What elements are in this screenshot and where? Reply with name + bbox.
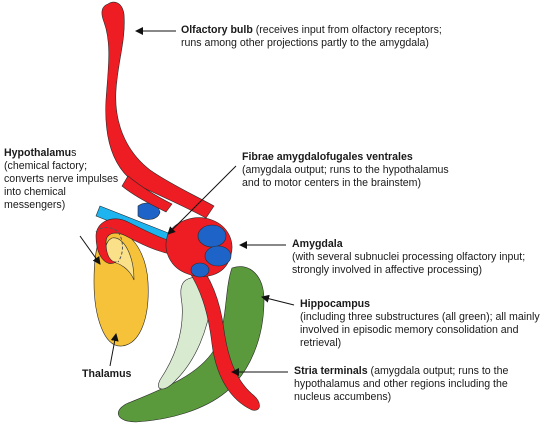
hippocampus-desc-3: retrieval) <box>300 337 342 349</box>
amygdala-blue-subnucleus-2 <box>204 245 232 267</box>
olfactory-side-branch-shape <box>121 175 173 213</box>
hippocampus-desc-1: (including three substructures (all gree… <box>300 311 540 323</box>
hypothalamus-title: Hypothalamu <box>4 147 72 159</box>
stria-terminalis-descending-shape <box>187 259 260 411</box>
label-stria-terminals: Stria terminals (amygdala output; runs t… <box>294 365 508 404</box>
hypothalamus-dashed-outline <box>95 227 123 263</box>
label-hippocampus: Hippocampus (including three substructur… <box>300 298 540 350</box>
label-amygdala: Amygdala (with several subnuclei process… <box>292 238 525 277</box>
stria-desc-2: hypothalamus and other regions including… <box>294 378 508 390</box>
amygdala-blue-subnucleus-1 <box>197 224 227 248</box>
olfactory-bulb-title: Olfactory bulb <box>181 24 253 36</box>
amygdala-desc-2: strongly involved in affective processin… <box>292 264 482 276</box>
thalamus-title: Thalamus <box>82 368 132 380</box>
hypothalamus-desc-3: into chemical <box>4 186 66 198</box>
olfactory-bulb-desc-2: runs among other projections partly to t… <box>181 37 429 49</box>
arrow-fibrae <box>167 165 237 235</box>
stria-title: Stria terminals <box>294 365 368 377</box>
fibrae-desc-1: (amygdala output; runs to the hypothalam… <box>242 164 449 176</box>
amygdala-title: Amygdala <box>292 238 343 250</box>
hippocampus-title: Hippocampus <box>300 298 371 310</box>
label-thalamus: Thalamus <box>82 368 131 381</box>
label-olfactory-bulb: Olfactory bulb (receives input from olfa… <box>181 24 442 50</box>
stria-desc-1: (amygdala output; runs to the <box>367 365 509 377</box>
hippocampus-desc-2: involved in episodic memory consolidatio… <box>300 324 519 336</box>
arrow-thalamus <box>109 333 119 367</box>
label-hypothalamus: Hypothalamus (chemical factory; converts… <box>4 147 118 212</box>
amygdala-blue-subnucleus-3 <box>190 262 210 278</box>
arrow-hypothalamus <box>79 235 101 265</box>
septal-nucleus-shape <box>137 202 161 220</box>
hypothalamus-title-suffix: s <box>71 147 77 159</box>
hypothalamus-desc-1: (chemical factory; <box>4 160 88 172</box>
olfactory-bulb-desc-1: (receives input from olfactory receptors… <box>252 24 442 36</box>
fibrae-desc-2: and to motor centers in the brainstem) <box>242 177 422 189</box>
amygdala-desc-1: (with several subnuclei processing olfac… <box>292 251 526 263</box>
hypothalamus-desc-2: converts nerve impulses <box>4 173 119 185</box>
arrow-hippocampus <box>261 294 295 306</box>
hypothalamus-desc-4: messengers) <box>4 199 66 211</box>
stria-terminalis-arc-shape <box>95 218 185 264</box>
stria-desc-3: nucleus accumbens) <box>294 391 392 403</box>
label-fibrae: Fibrae amygdalofugales ventrales (amygda… <box>242 151 449 190</box>
fibrae-title: Fibrae amygdalofugales ventrales <box>242 151 413 163</box>
